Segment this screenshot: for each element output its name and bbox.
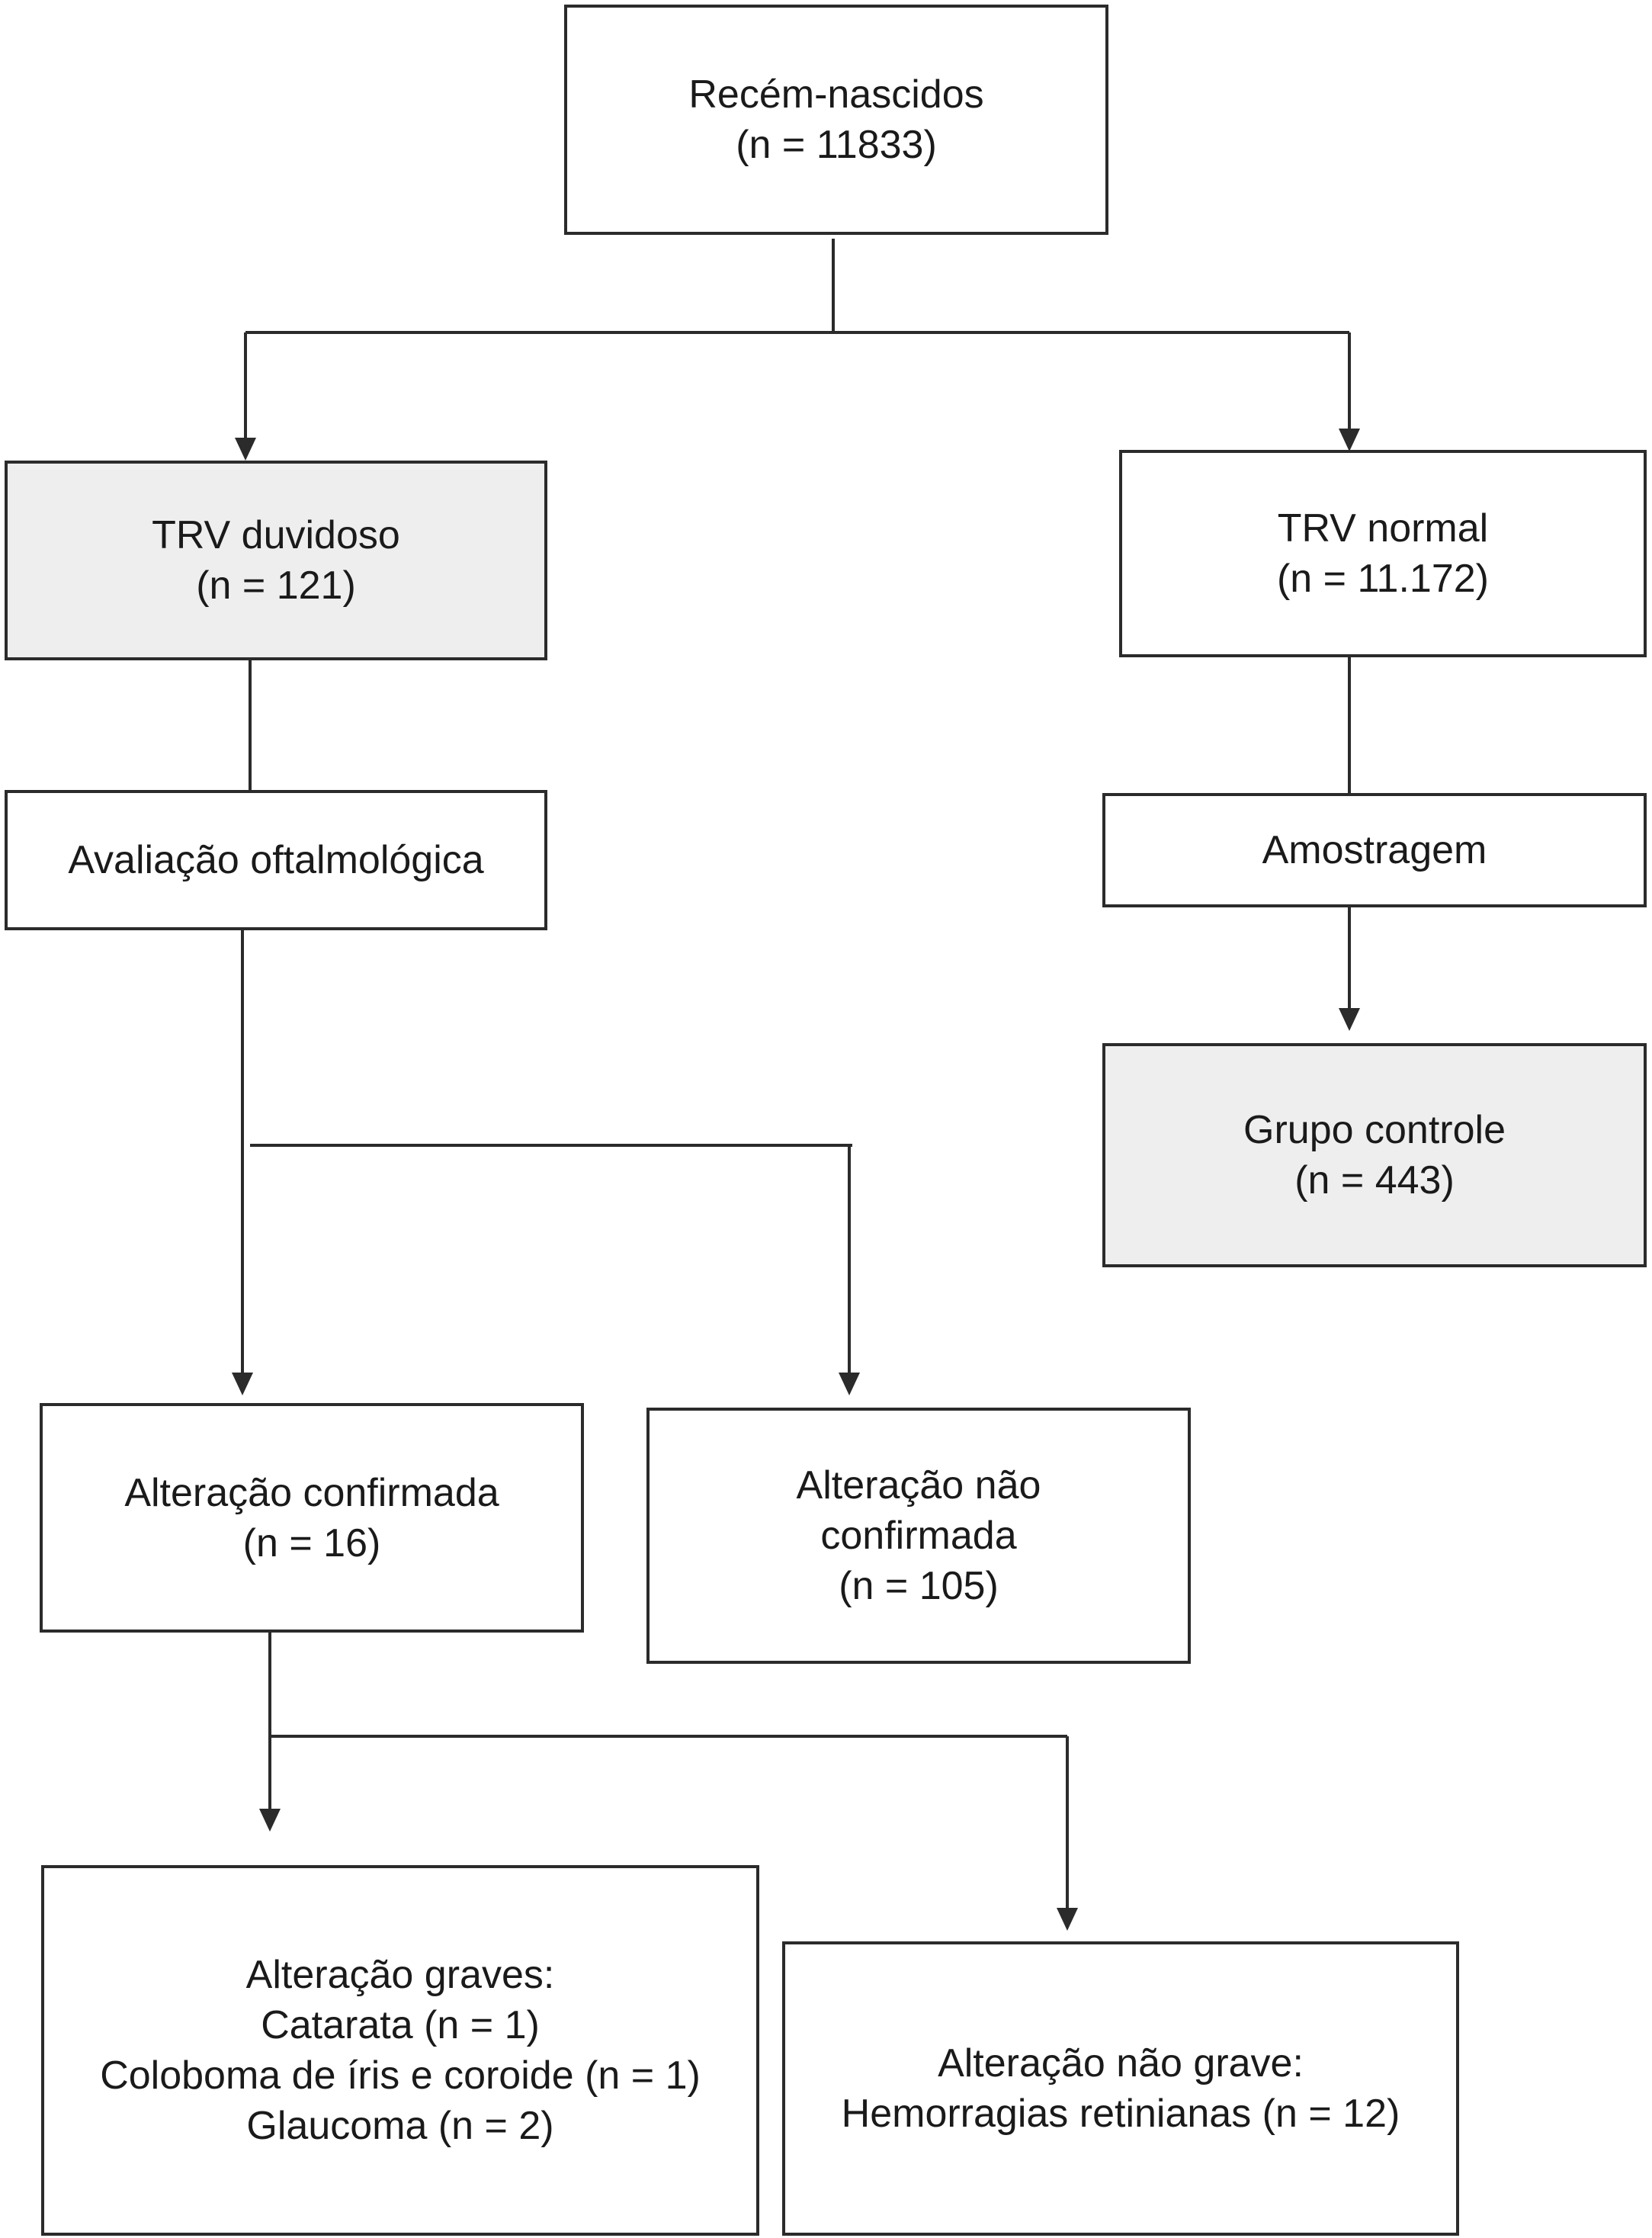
node-alteracao-confirmada-line-2: (n = 16): [242, 1520, 381, 1565]
arrowhead-trv-duvidoso: [235, 438, 256, 461]
node-alteracao-graves-line-4: Glaucoma (n = 2): [246, 2104, 554, 2148]
node-recem-nascidos-line-2: (n = 11833): [736, 123, 937, 167]
node-grupo-controle: Grupo controle (n = 443): [1102, 1043, 1647, 1267]
arrowhead-alteracao-graves: [259, 1809, 281, 1832]
node-alteracao-graves: Alteração graves: Catarata (n = 1) Colob…: [41, 1865, 759, 2236]
node-trv-normal: TRV normal (n = 11.172): [1119, 450, 1647, 657]
node-avaliacao-oftalmologica: Avaliação oftalmológica: [5, 790, 547, 930]
node-alteracao-confirmada: Alteração confirmada (n = 16): [40, 1403, 584, 1633]
node-grupo-controle-line-2: (n = 443): [1294, 1158, 1455, 1202]
node-alteracao-nao-confirmada-line-2: confirmada: [820, 1514, 1017, 1558]
node-alteracao-graves-line-1: Alteração graves:: [245, 1953, 555, 1997]
node-trv-normal-line-2: (n = 11.172): [1276, 557, 1489, 601]
node-trv-duvidoso-line-2: (n = 121): [196, 564, 356, 608]
node-amostragem-line-1: Amostragem: [1262, 828, 1487, 872]
node-recem-nascidos: Recém-nascidos (n = 11833): [564, 5, 1108, 235]
node-alteracao-nao-grave-line-1: Alteração não grave:: [938, 2041, 1304, 2085]
node-trv-duvidoso-line-1: TRV duvidoso: [152, 513, 400, 557]
node-alteracao-nao-confirmada: Alteração não confirmada (n = 105): [646, 1408, 1191, 1664]
node-alteracao-confirmada-line-1: Alteração confirmada: [124, 1470, 499, 1515]
arrowhead-alteracao-nao-confirmada: [839, 1373, 860, 1395]
node-amostragem: Amostragem: [1102, 793, 1647, 907]
node-alteracao-graves-line-2: Catarata (n = 1): [261, 2003, 540, 2047]
node-alteracao-nao-grave: Alteração não grave: Hemorragias retinia…: [782, 1941, 1459, 2236]
node-alteracao-nao-grave-line-2: Hemorragias retinianas (n = 12): [841, 2092, 1400, 2136]
node-recem-nascidos-line-1: Recém-nascidos: [688, 72, 984, 117]
arrowhead-alteracao-nao-grave: [1057, 1908, 1078, 1931]
node-trv-duvidoso: TRV duvidoso (n = 121): [5, 461, 547, 660]
node-alteracao-nao-confirmada-line-3: (n = 105): [839, 1564, 999, 1608]
arrowhead-trv-normal: [1339, 429, 1360, 451]
node-alteracao-graves-line-3: Coloboma de íris e coroide (n = 1): [100, 2053, 701, 2098]
node-grupo-controle-line-1: Grupo controle: [1243, 1108, 1506, 1152]
node-avaliacao-line-1: Avaliação oftalmológica: [68, 838, 484, 882]
node-trv-normal-line-1: TRV normal: [1277, 506, 1489, 551]
arrowhead-grupo-controle: [1339, 1008, 1360, 1031]
node-alteracao-nao-confirmada-line-1: Alteração não: [796, 1463, 1041, 1508]
arrowhead-alteracao-confirmada: [232, 1373, 253, 1395]
